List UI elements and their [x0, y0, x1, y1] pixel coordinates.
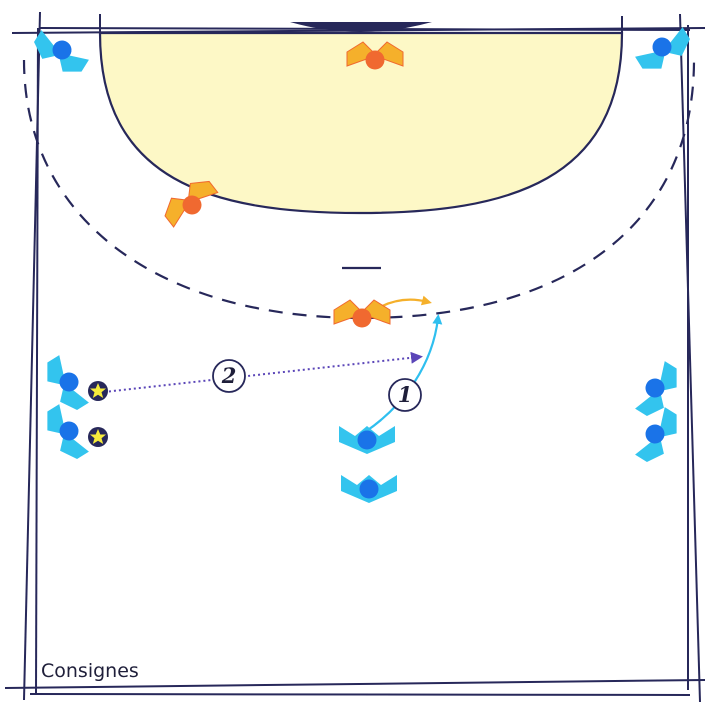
attacker-left-back-2 — [47, 404, 89, 459]
free-throw-line — [22, 59, 696, 320]
defender-left — [164, 180, 219, 228]
attacker-center-2 — [341, 475, 397, 503]
attacker-right-wing — [635, 27, 690, 69]
defender-top — [346, 41, 404, 70]
attacker-left-back — [47, 355, 89, 410]
attacker-right-back — [635, 361, 677, 416]
court-border — [4, 11, 706, 703]
instructions-label: Consignes — [41, 660, 139, 682]
pass-arrow-2 — [103, 351, 423, 393]
ball-icon — [88, 427, 108, 447]
goal-area — [98, 31, 624, 215]
step-label-1: 1 — [388, 378, 422, 412]
svg-text:2: 2 — [221, 363, 237, 388]
defender-center — [333, 299, 391, 328]
attacker-left-wing — [34, 30, 89, 72]
step-label-2: 2 — [212, 359, 246, 393]
attacker-center — [339, 426, 395, 454]
movement-arrow-1 — [364, 314, 443, 433]
attacker-right-back-2 — [635, 407, 677, 462]
ball-icon — [88, 381, 108, 401]
svg-text:1: 1 — [398, 382, 413, 407]
